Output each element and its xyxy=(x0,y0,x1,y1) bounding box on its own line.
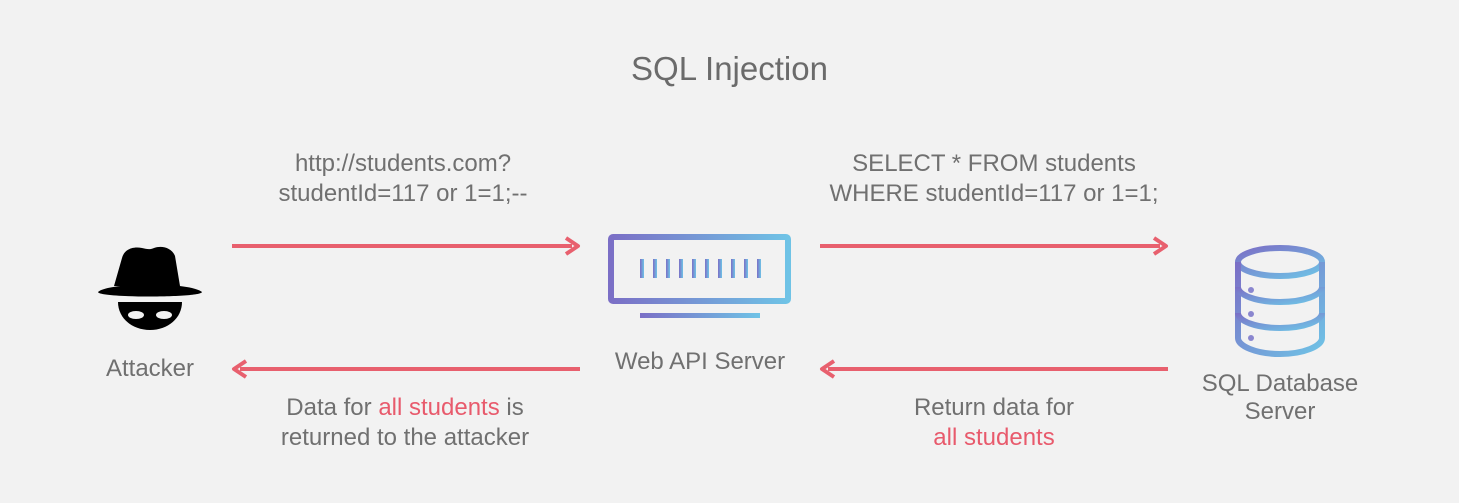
arrow-server-to-database xyxy=(820,236,1168,256)
server-icon xyxy=(608,234,791,318)
attacker-return-label: Data for all students is returned to the… xyxy=(230,393,580,453)
sql-query-label: SELECT * FROM students WHERE studentId=1… xyxy=(794,149,1194,209)
request-url-line-2: studentId=117 or 1=1;-- xyxy=(278,180,528,207)
attacker-return-prefix: Data for xyxy=(286,394,379,421)
arrow-attacker-to-server xyxy=(232,236,580,256)
diagram-title: SQL Injection xyxy=(631,50,828,87)
db-return-label: Return data for all students xyxy=(844,393,1144,453)
db-return-line-1: Return data for xyxy=(913,394,1075,421)
web-server-label: Web API Server xyxy=(614,348,786,375)
database-label-line-1: SQL Database xyxy=(1201,370,1359,397)
attacker-return-line-2: returned to the attacker xyxy=(280,424,530,451)
attacker-return-suffix: is xyxy=(499,394,524,421)
arrow-database-to-server xyxy=(820,359,1168,379)
attacker-icon xyxy=(98,246,202,330)
attacker-return-line-1: Data for all students is xyxy=(230,393,580,423)
database-indicator-dots xyxy=(1248,287,1254,341)
database-icon xyxy=(1235,245,1325,358)
arrow-server-to-attacker xyxy=(232,359,580,379)
database-label: SQL Database Server xyxy=(1180,370,1380,426)
attacker-label: Attacker xyxy=(105,355,195,382)
sql-query-line-1: SELECT * FROM students xyxy=(852,150,1136,177)
request-url-label: http://students.com? studentId=117 or 1=… xyxy=(228,149,578,209)
request-url-line-1: http://students.com? xyxy=(294,150,512,177)
attacker-return-highlight: all students xyxy=(378,394,500,421)
db-return-highlight: all students xyxy=(933,424,1055,451)
database-label-line-2: Server xyxy=(1244,398,1316,425)
sql-query-line-2: WHERE studentId=117 or 1=1; xyxy=(829,180,1159,207)
